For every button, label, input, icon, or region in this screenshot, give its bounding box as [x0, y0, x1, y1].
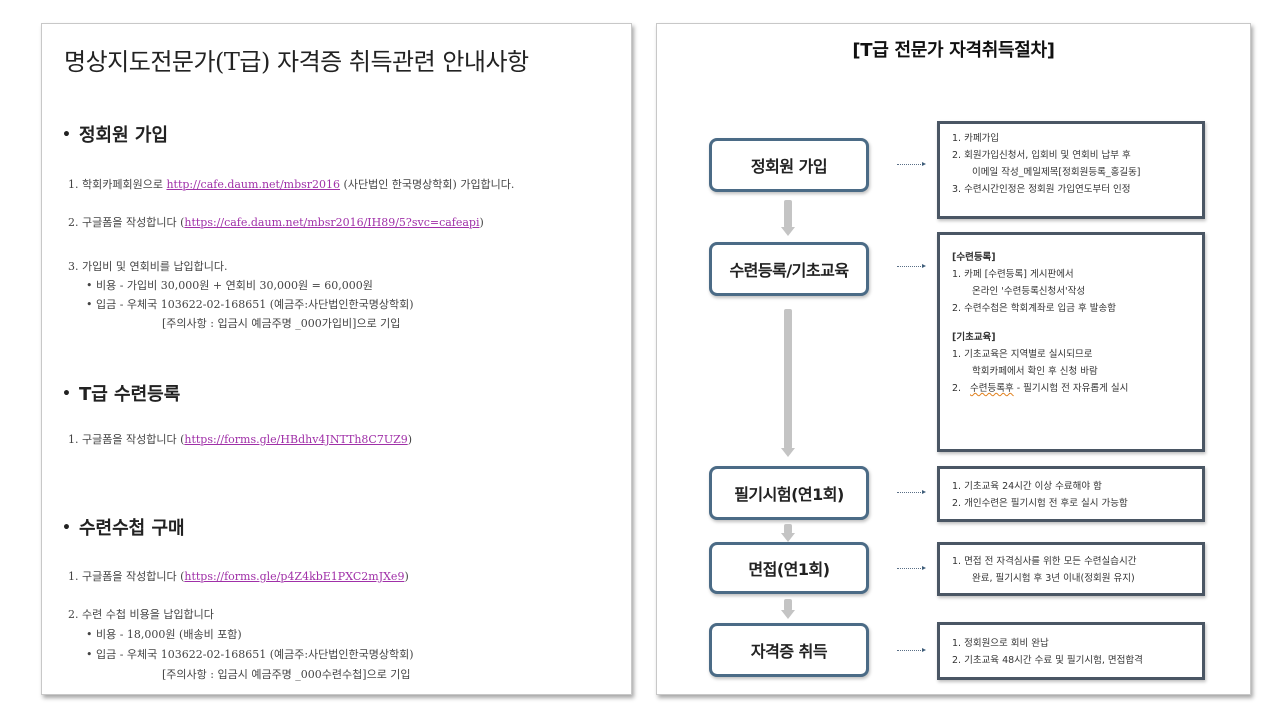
membership-deposit-note: [주의사항 : 입금시 예금주명 _000가입비]으로 기입 [162, 317, 401, 330]
down-arrow-icon [781, 524, 795, 542]
line-text: 1. 학회카페회원으로 [68, 178, 167, 191]
step-label: 수련등록/기초교육 [729, 261, 849, 280]
step-box-training-registration: 수련등록/기초교육 [709, 242, 869, 296]
detail-line: 3. 수련시간인정은 정회원 가입연도부터 인정 [952, 184, 1131, 195]
detail-line: 2. 수련등록후 - 필기시험 전 자유롭게 실시 [952, 380, 1192, 397]
bullet-icon: • [62, 520, 71, 536]
document-title: 명상지도전문가(T급) 자격증 취득관련 안내사항 [64, 48, 529, 76]
down-arrow-icon [781, 200, 795, 236]
detail-box-written-exam: 1. 기초교육 24시간 이상 수료해야 함 2. 개인수련은 필기시험 전 후… [937, 466, 1205, 522]
dotted-arrow-icon [897, 264, 926, 268]
notebook-deposit-line: • 입금 - 우체국 103622-02-168651 (예금주:사단법인한국명… [86, 648, 414, 661]
procedure-flowchart-panel: [T급 전문가 자격취득절차] 정회원 가입 1. 카페가입 2. 회원가입신청… [656, 23, 1251, 695]
line-text: 3. 가입비 및 연회비를 납입합니다. [68, 260, 228, 273]
membership-deposit-line: • 입금 - 우체국 103622-02-168651 (예금주:사단법인한국명… [86, 298, 414, 311]
down-arrow-icon [781, 309, 795, 457]
detail-line: 1. 면접 전 자격심사를 위한 모든 수련실습시간 [952, 556, 1137, 567]
notebook-fee-line: • 비용 - 18,000원 (배송비 포함) [86, 628, 242, 641]
detail-line: 학회카페에서 확인 후 신청 바람 [972, 366, 1098, 377]
spellcheck-underlined-text: 수련등록후 [970, 383, 1014, 394]
detail-line: 온라인 '수련등록신청서'작성 [972, 286, 1086, 297]
detail-line: 1. 기초교육은 지역별로 실시되므로 [952, 349, 1093, 360]
training-registration-step-1: 1. 구글폼을 작성합니다 (https://forms.gle/HBdhv4J… [68, 431, 412, 447]
notebook-step-2: 2. 수련 수첩 비용을 납입합니다 [68, 606, 214, 622]
detail-line: 1. 정회원으로 회비 완납 [952, 638, 1049, 649]
detail-line: 이메일 작성_메일제목[정회원등록_홍길동] [972, 167, 1141, 178]
notebook-deposit-note: [주의사항 : 입금시 예금주명 _000수련수첩]으로 기입 [162, 668, 411, 681]
detail-line: 2. 수련수첩은 학회계좌로 입금 후 발송함 [952, 303, 1117, 314]
dotted-arrow-icon [897, 648, 926, 652]
dotted-arrow-icon [897, 162, 926, 166]
step-box-certification: 자격증 취득 [709, 623, 869, 677]
flowchart-title: [T급 전문가 자격취득절차] [852, 40, 1055, 61]
dotted-arrow-icon [897, 490, 926, 494]
membership-step-3: 3. 가입비 및 연회비를 납입합니다. [68, 258, 228, 274]
membership-fee-line: • 비용 - 가입비 30,000원 + 연회비 30,000원 = 60,00… [86, 279, 373, 292]
step-label: 면접(연1회) [748, 560, 830, 579]
bullet-icon: • [62, 386, 71, 402]
detail-text: - 필기시험 전 자유롭게 실시 [1013, 383, 1129, 394]
step-label: 정회원 가입 [750, 157, 828, 176]
notebook-form-link[interactable]: https://forms.gle/p4Z4kbE1PXC2mJXe9 [184, 570, 405, 583]
line-text: ) [404, 570, 409, 583]
line-text: (사단법인 한국명상학회) 가입합니다. [340, 178, 515, 191]
section-heading-text: T급 수련등록 [78, 384, 181, 405]
step-box-interview: 면접(연1회) [709, 542, 869, 594]
detail-box-membership: 1. 카페가입 2. 회원가입신청서, 입회비 및 연회비 납부 후 이메일 작… [937, 121, 1205, 219]
detail-box-certification: 1. 정회원으로 회비 완납 2. 기초교육 48시간 수료 및 필기시험, 면… [937, 622, 1205, 680]
membership-step-2: 2. 구글폼을 작성합니다 (https://cafe.daum.net/mbs… [68, 214, 484, 230]
detail-subheading: [수련등록] [952, 252, 996, 263]
guide-document-panel: 명상지도전문가(T급) 자격증 취득관련 안내사항 • 정회원 가입 1. 학회카… [41, 23, 632, 695]
step-box-written-exam: 필기시험(연1회) [709, 466, 869, 520]
detail-line: 2. 회원가입신청서, 입회비 및 연회비 납부 후 [952, 150, 1131, 161]
step-label: 자격증 취득 [750, 642, 828, 661]
step-label: 필기시험(연1회) [734, 485, 844, 504]
section-heading-notebook-purchase: • 수련수첩 구매 [62, 514, 185, 540]
detail-line: 2. 기초교육 48시간 수료 및 필기시험, 면접합격 [952, 655, 1143, 666]
line-text: 2. 구글폼을 작성합니다 ( [68, 216, 185, 229]
section-heading-training-registration: • T급 수련등록 [62, 380, 180, 406]
detail-box-interview: 1. 면접 전 자격심사를 위한 모든 수련실습시간 완료, 필기시험 후 3년… [937, 542, 1205, 596]
notebook-step-1: 1. 구글폼을 작성합니다 (https://forms.gle/p4Z4kbE… [68, 568, 409, 584]
detail-line: 1. 기초교육 24시간 이상 수료해야 함 [952, 481, 1102, 492]
section-heading-text: 수련수첩 구매 [78, 518, 185, 539]
detail-subheading: [기초교육] [952, 332, 996, 343]
down-arrow-icon [781, 599, 795, 619]
detail-line: 1. 카페 [수련등록] 게시판에서 [952, 269, 1074, 280]
line-text: 1. 구글폼을 작성합니다 ( [68, 570, 185, 583]
membership-form-link[interactable]: https://cafe.daum.net/mbsr2016/IH89/5?sv… [184, 216, 480, 229]
line-text: ) [407, 433, 413, 446]
detail-line: 2. 개인수련은 필기시험 전 후로 실시 가능함 [952, 498, 1128, 509]
dotted-arrow-icon [897, 566, 926, 570]
line-text: 1. 구글폼을 작성합니다 ( [68, 433, 185, 446]
line-text: 2. 수련 수첩 비용을 납입합니다 [68, 608, 214, 621]
membership-step-1: 1. 학회카페회원으로 http://cafe.daum.net/mbsr201… [68, 176, 514, 192]
section-heading-membership: • 정회원 가입 [62, 121, 168, 147]
detail-line: 1. 카페가입 [952, 133, 1000, 144]
cafe-link[interactable]: http://cafe.daum.net/mbsr2016 [166, 178, 341, 191]
training-form-link[interactable]: https://forms.gle/HBdhv4JNTTh8C7UZ9 [184, 433, 408, 446]
detail-number: 2. [952, 383, 962, 394]
detail-line: 완료, 필기시험 후 3년 이내(정회원 유지) [972, 573, 1135, 584]
detail-box-training-registration: [수련등록] 1. 카페 [수련등록] 게시판에서 온라인 '수련등록신청서'작… [937, 232, 1205, 452]
bullet-icon: • [62, 127, 71, 143]
step-box-membership: 정회원 가입 [709, 138, 869, 192]
section-heading-text: 정회원 가입 [78, 125, 169, 146]
line-text: ) [479, 216, 484, 229]
